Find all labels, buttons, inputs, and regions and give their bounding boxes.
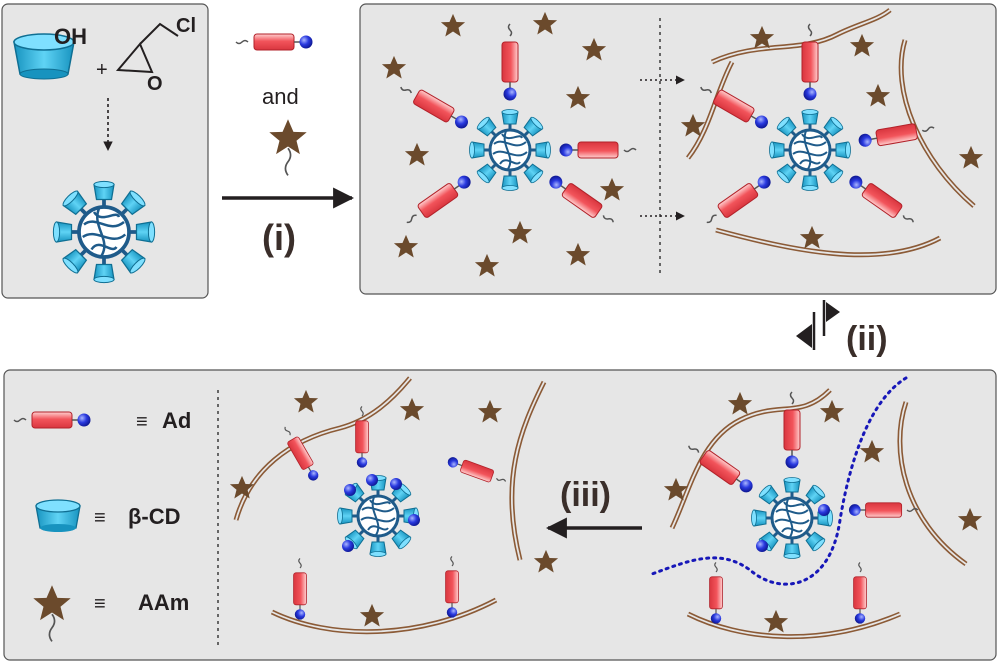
- legend-cd-icon: [35, 499, 81, 532]
- oxygen-label: O: [147, 73, 163, 95]
- panel-gelation: [359, 3, 997, 295]
- free-np-with-balls: [338, 474, 420, 557]
- aam-reagent-star: [269, 119, 307, 176]
- dissociated-chains: [233, 376, 547, 635]
- plus-sign: +: [96, 59, 108, 81]
- panel-dissociation: [3, 369, 997, 661]
- ad-guest-reagent: [235, 33, 314, 51]
- beta-cd-monomer-icon: [13, 33, 75, 80]
- legend-ad-label: Ad: [162, 408, 191, 433]
- legend-aam-icon: [33, 585, 71, 642]
- chloro-label: Cl: [176, 15, 196, 37]
- legend: ≡ Ad ≡ β-CD ≡ AAm: [13, 408, 191, 642]
- irradiated-np: [683, 391, 832, 559]
- legend-cd-label: β-CD: [128, 504, 181, 529]
- step-ii-label: (ii): [846, 320, 888, 358]
- irradiated-chains: [669, 388, 968, 640]
- and-label: and: [262, 84, 299, 109]
- epichlorohydrin-icon: [115, 22, 179, 74]
- step-i-label: (i): [262, 217, 296, 258]
- legend-aam-symbol: ≡: [94, 593, 106, 615]
- legend-cd-symbol: ≡: [94, 507, 106, 529]
- light-toggle-icon: [796, 300, 840, 350]
- cd-nanoparticle: [53, 181, 154, 282]
- step-iii-label: (iii): [560, 476, 611, 514]
- legend-aam-label: AAm: [138, 590, 189, 615]
- legend-ad-symbol: ≡: [136, 411, 148, 433]
- dissociation-boundary: [650, 376, 908, 586]
- hydroxyl-label: OH: [54, 24, 87, 49]
